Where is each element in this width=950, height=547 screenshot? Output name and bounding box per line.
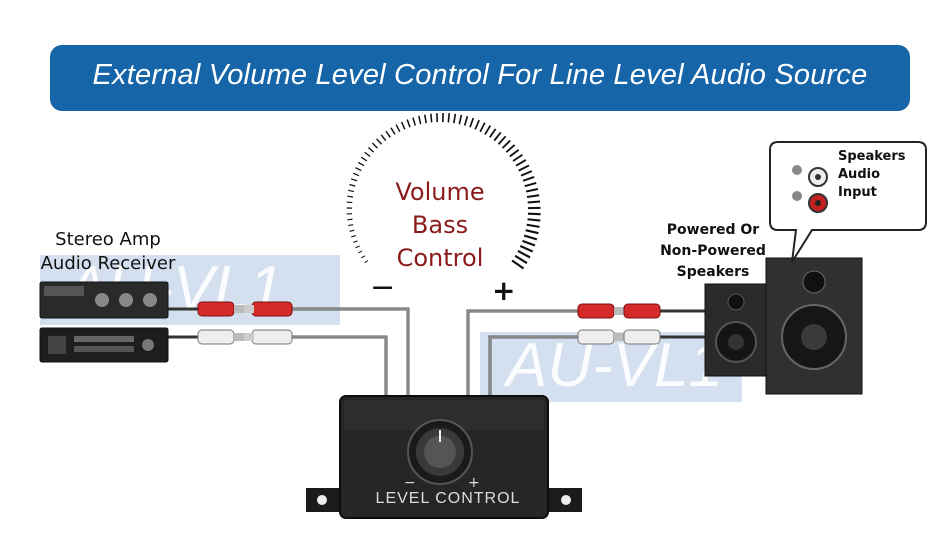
dial-tick: [348, 224, 354, 227]
dial-tick: [497, 135, 507, 145]
dial-tick: [430, 113, 433, 123]
dial-tick: [380, 134, 387, 142]
dial-tick: [447, 113, 451, 123]
dial-tick: [479, 122, 486, 133]
rca-plug-left-red-1: [197, 301, 244, 317]
speakers-label: Powered Or Non-Powered Speakers: [660, 222, 766, 280]
dial-tick: [353, 240, 358, 243]
dial-tick: [348, 189, 355, 193]
volume-dial-arc: [346, 112, 541, 270]
dial-tick: [525, 188, 539, 193]
dial-tick: [355, 167, 362, 172]
dial-tick: [458, 114, 463, 125]
dial-tick: [522, 176, 535, 182]
dial-plus: +: [492, 274, 515, 307]
title-banner: External Volume Level Control For Line L…: [50, 45, 910, 111]
stereo-amp-label: Stereo Amp Audio Receiver: [40, 229, 176, 274]
dial-tick: [424, 114, 427, 124]
dial-tick: [418, 115, 422, 125]
speaker-input-bubble: [769, 141, 927, 263]
level-control-label: LEVEL CONTROL: [375, 490, 521, 507]
dial-tick: [361, 255, 366, 259]
dial-tick: [509, 148, 520, 158]
dial-tick: [355, 245, 360, 249]
dial-tick: [512, 153, 523, 162]
rca-plug-right-red-2: [623, 303, 661, 319]
speakers-audio-input-label: Speakers Audio Input: [838, 149, 906, 200]
dial-tick: [511, 259, 525, 270]
dial-tick: [453, 113, 457, 124]
device-plus: +: [468, 475, 480, 491]
level-control-device: − +: [306, 395, 582, 519]
dial-tick: [350, 178, 358, 182]
dial-tick: [474, 119, 480, 130]
dial-tick: [349, 229, 355, 232]
dial-tick: [525, 229, 539, 235]
dial-tick: [515, 159, 527, 167]
dial-tick: [367, 147, 375, 153]
stereo-amp-unit-top: [39, 281, 169, 319]
rca-plug-right-white-2: [623, 329, 661, 345]
rca-plug-left-white-2: [244, 329, 293, 345]
dial-minus: −: [370, 270, 395, 305]
volume-bass-control-label: Volume Bass Control: [395, 178, 485, 272]
dial-tick: [347, 195, 354, 198]
dial-tick: [484, 125, 492, 135]
dial-tick: [360, 156, 368, 162]
dial-tick: [501, 139, 511, 149]
dial-tick: [520, 170, 533, 177]
rca-plug-left-red-2: [244, 301, 293, 317]
rca-plug-right-white-1: [577, 329, 624, 345]
dial-tick: [493, 131, 502, 142]
dial-tick: [347, 218, 353, 221]
dial-tick: [351, 235, 356, 238]
dial-tick: [514, 254, 528, 264]
banner-title: External Volume Level Control For Line L…: [92, 59, 868, 91]
dial-tick: [352, 172, 360, 177]
dial-tick: [469, 117, 475, 128]
rca-plug-left-white-1: [197, 329, 244, 345]
dial-tick: [463, 116, 469, 126]
dial-tick: [364, 260, 369, 264]
dial-tick: [526, 194, 540, 199]
speaker-large: [765, 257, 863, 395]
dial-tick: [518, 164, 530, 172]
rca-plug-right-red-1: [577, 303, 624, 319]
dial-tick: [412, 117, 417, 126]
dial-tick: [400, 121, 406, 130]
dial-tick: [517, 250, 531, 259]
dial-tick: [519, 244, 534, 253]
dial-tick: [371, 142, 378, 149]
dial-tick: [489, 128, 497, 138]
dial-tick: [522, 239, 536, 247]
dial-tick: [523, 234, 538, 241]
dial-tick: [527, 200, 541, 204]
dial-tick: [390, 127, 396, 135]
dial-tick: [376, 138, 383, 145]
dial-tick: [395, 124, 401, 133]
dial-tick: [385, 130, 391, 138]
stereo-amp-unit-bottom: [39, 327, 169, 363]
dial-tick: [527, 218, 541, 222]
dial-tick: [406, 119, 411, 128]
cables: [166, 307, 707, 397]
dial-tick: [349, 183, 356, 187]
dial-tick: [526, 223, 540, 228]
dial-tick: [358, 250, 363, 254]
dial-tick: [524, 181, 537, 188]
dial-tick: [357, 161, 365, 167]
device-minus: −: [404, 475, 416, 491]
speaker-small: [704, 283, 770, 377]
dial-tick: [527, 212, 541, 216]
dial-tick: [505, 144, 516, 153]
dial-tick: [364, 151, 371, 158]
